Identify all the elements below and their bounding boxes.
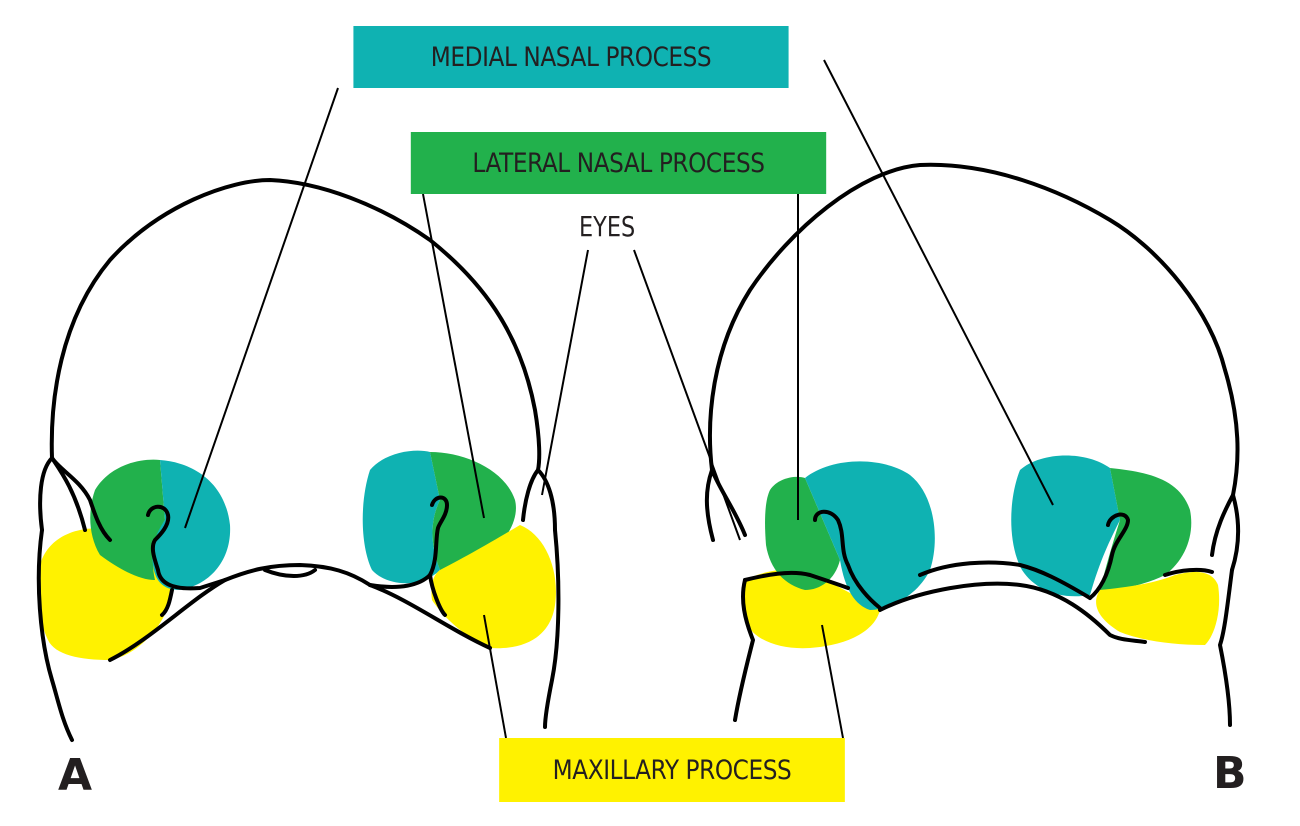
maxillary-process-text: MAXILLARY PROCESS xyxy=(552,754,792,786)
leader-medial-to-a xyxy=(184,87,339,529)
medial-nasal-process-text: MEDIAL NASAL PROCESS xyxy=(430,41,712,73)
panel-b-left-ear xyxy=(704,468,747,542)
leader-lines xyxy=(184,59,1054,739)
panel-b-head-outline xyxy=(707,162,1240,497)
panel-a-mouth xyxy=(223,563,372,587)
panel-letter-a: A xyxy=(58,750,93,801)
panel-a-head xyxy=(36,178,561,742)
panel-a-left-lateral-nasal-region xyxy=(90,459,165,580)
panel-a-right-jaw xyxy=(368,573,492,650)
panel-a-right-ear xyxy=(521,468,557,532)
leader-medial-to-b xyxy=(823,59,1054,506)
maxillary-process-label: MAXILLARY PROCESS xyxy=(499,738,845,802)
lateral-nasal-process-text: LATERAL NASAL PROCESS xyxy=(472,147,765,179)
panel-b-right-jaw xyxy=(1163,567,1214,577)
eyes-label: EYES xyxy=(579,210,636,243)
leader-maxillary-to-a xyxy=(483,614,507,739)
panel-a-left-eye-ring xyxy=(50,456,112,542)
panel-a-right-maxillary-region xyxy=(431,525,556,649)
panel-a-left-nostril xyxy=(146,504,227,591)
panel-b-left-nostril xyxy=(813,509,882,610)
panel-b-right-ear xyxy=(1210,493,1241,572)
panel-b-right-cheek xyxy=(1218,568,1234,727)
leader-eyes-to-a xyxy=(541,249,589,496)
panel-a-right-medial-nasal-region xyxy=(362,450,440,584)
panel-b-left-jaw xyxy=(743,570,850,590)
panel-a-left-medial-nasal-region xyxy=(152,460,231,590)
panel-b-left-medial-nasal-region xyxy=(805,461,935,610)
panel-b-left-maxillary-region xyxy=(745,569,880,649)
medial-nasal-process-label: MEDIAL NASAL PROCESS xyxy=(353,26,789,88)
panel-b-right-medial-nasal-region xyxy=(1011,455,1120,597)
panel-b-left-lateral-nasal-region xyxy=(765,476,840,590)
panel-a-left-jaw xyxy=(108,578,227,662)
panel-a-left-cheek xyxy=(36,528,74,742)
leader-eyes-to-b xyxy=(633,249,741,541)
panel-b-right-nostril xyxy=(1088,512,1130,600)
panel-letter-b: B xyxy=(1213,748,1247,799)
panel-b-right-lateral-nasal-region xyxy=(1100,468,1192,590)
panel-b-mouth xyxy=(878,560,1147,644)
panel-a-head-outline xyxy=(49,178,542,472)
leader-maxillary-to-b xyxy=(821,624,844,739)
panel-a-right-cheek xyxy=(543,528,561,729)
lateral-nasal-process-label: LATERAL NASAL PROCESS xyxy=(410,132,827,194)
leader-lateral-to-a xyxy=(422,193,485,519)
panel-b-head xyxy=(704,162,1241,727)
panel-a-right-nostril xyxy=(368,495,449,589)
panel-b-left-cheek xyxy=(733,578,755,722)
panel-b-right-maxillary-region xyxy=(1096,572,1220,645)
